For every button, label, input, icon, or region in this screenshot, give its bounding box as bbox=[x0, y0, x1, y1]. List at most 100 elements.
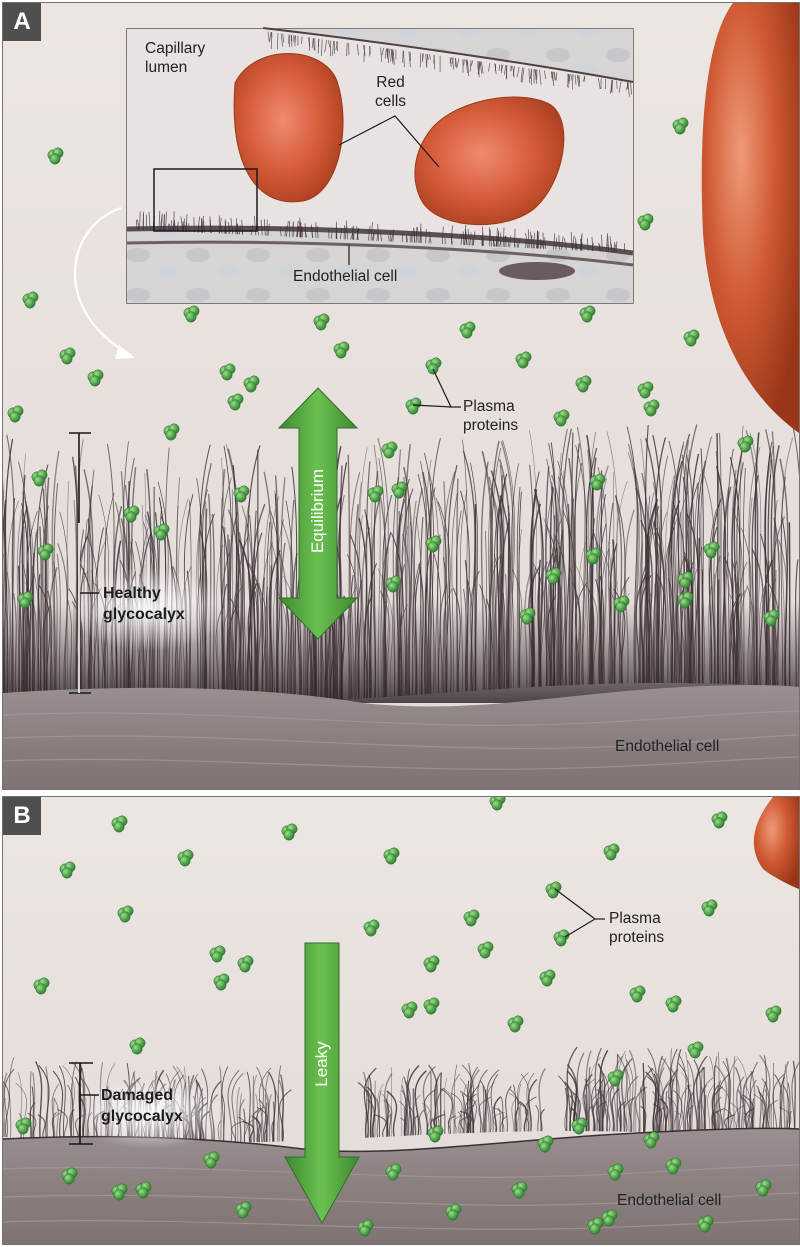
inset-fiber bbox=[470, 60, 474, 67]
inset-fiber bbox=[172, 219, 175, 232]
glycocalyx-fiber bbox=[419, 1109, 425, 1136]
glycocalyx-fiber bbox=[667, 1096, 678, 1134]
inset-fiber bbox=[269, 32, 272, 43]
inset-fiber bbox=[441, 226, 444, 245]
glycocalyx-fiber bbox=[639, 1087, 642, 1133]
glycocalyx-fiber bbox=[271, 1119, 275, 1142]
glycocalyx-fiber bbox=[612, 1055, 624, 1132]
glycocalyx-fiber bbox=[585, 1050, 592, 1132]
plasma-protein bbox=[31, 469, 48, 487]
glycocalyx-fiber bbox=[678, 1062, 690, 1134]
inset-fiber bbox=[591, 236, 594, 252]
inset-fiber bbox=[317, 38, 320, 48]
inset-fiber bbox=[467, 228, 470, 246]
plasma-protein bbox=[463, 909, 480, 927]
inset-fiber bbox=[615, 241, 618, 253]
glycocalyx-fiber bbox=[725, 1057, 731, 1136]
glycocalyx-fiber bbox=[590, 1090, 603, 1132]
glycocalyx-fiber bbox=[267, 1071, 277, 1142]
glycocalyx-fiber bbox=[52, 1070, 64, 1140]
glycocalyx-fiber bbox=[527, 1078, 538, 1132]
glycocalyx-fiber bbox=[564, 1087, 568, 1132]
inset-fiber bbox=[292, 35, 295, 43]
plasma-protein bbox=[687, 1041, 704, 1059]
plasma-protein bbox=[683, 329, 700, 347]
glycocalyx-fiber bbox=[653, 1073, 659, 1133]
plasma-protein bbox=[427, 1125, 444, 1143]
glycocalyx-fiber bbox=[686, 1084, 692, 1134]
inset-fiber bbox=[450, 225, 453, 245]
glycocalyx-fiber bbox=[563, 1081, 574, 1132]
inset-fiber bbox=[463, 59, 465, 66]
glycocalyx-fiber bbox=[238, 1098, 245, 1143]
glycocalyx-fiber bbox=[641, 1068, 654, 1133]
inset-fiber bbox=[161, 213, 163, 231]
glycocalyx-fiber bbox=[500, 1096, 504, 1132]
inset-fiber bbox=[327, 40, 331, 48]
inset-fiber bbox=[381, 47, 385, 56]
plasma-protein bbox=[423, 997, 440, 1015]
plasma-protein bbox=[15, 1117, 32, 1135]
inset-fiber bbox=[163, 214, 165, 231]
glycocalyx-fiber bbox=[272, 1101, 275, 1142]
glycocalyx-fiber bbox=[465, 1093, 477, 1134]
inset-fiber bbox=[460, 234, 463, 245]
glycocalyx-fiber bbox=[404, 1080, 411, 1136]
inset-fiber bbox=[433, 54, 436, 70]
plasma-protein bbox=[383, 847, 400, 865]
glycocalyx-fiber bbox=[45, 1066, 49, 1140]
glycocalyx-fiber bbox=[478, 1096, 491, 1133]
glycocalyx-fiber bbox=[453, 1114, 464, 1134]
glycocalyx-fiber bbox=[443, 1110, 446, 1134]
inset-fiber bbox=[428, 231, 432, 244]
plasma-protein bbox=[607, 1069, 624, 1087]
inset-fiber bbox=[392, 49, 395, 65]
plasma-protein bbox=[61, 1167, 78, 1185]
inset-fiber bbox=[387, 235, 390, 242]
inset-fiber bbox=[280, 33, 283, 47]
inset-fiber bbox=[570, 74, 573, 81]
healthy-label-glow bbox=[68, 567, 228, 651]
plasma-protein bbox=[59, 861, 76, 879]
inset-fiber bbox=[328, 229, 330, 239]
glycocalyx-fiber bbox=[256, 1106, 269, 1143]
inset-fiber bbox=[356, 44, 359, 56]
inset-fiber bbox=[425, 53, 428, 68]
inset-fiber bbox=[332, 40, 334, 56]
inset-fiber bbox=[534, 69, 537, 78]
damaged-glycocalyx-label: Damaged glycocalyx bbox=[101, 1087, 183, 1125]
inset-fiber bbox=[182, 221, 185, 232]
plasma-protein bbox=[111, 1183, 128, 1201]
glycocalyx-fiber bbox=[628, 1049, 637, 1132]
glycocalyx-fiber bbox=[265, 1094, 269, 1142]
inset-fiber bbox=[452, 57, 455, 70]
inset-fiber bbox=[539, 238, 542, 249]
inset-fiber bbox=[536, 69, 538, 84]
inset-fiber bbox=[527, 229, 530, 249]
glycocalyx-fiber bbox=[589, 1056, 602, 1132]
plasma-protein bbox=[163, 423, 180, 441]
inset-fiber bbox=[610, 243, 613, 253]
inset-fiber bbox=[610, 79, 613, 94]
glycocalyx-fiber bbox=[597, 1063, 606, 1132]
glycocalyx-fiber bbox=[9, 1057, 15, 1138]
inset-fiber bbox=[574, 243, 577, 251]
inset-fiber bbox=[535, 237, 539, 249]
inset-fiber bbox=[539, 69, 542, 85]
plasma-protein bbox=[385, 1163, 402, 1181]
glycocalyx-fiber bbox=[467, 1063, 472, 1133]
glycocalyx-fiber bbox=[618, 1050, 626, 1132]
glycocalyx-fiber bbox=[378, 1090, 382, 1138]
plasma-protein bbox=[553, 929, 570, 947]
inset-fiber bbox=[480, 61, 484, 74]
plasma-protein bbox=[153, 523, 170, 541]
zoom-curve-arrow bbox=[73, 206, 132, 356]
plasma-protein bbox=[607, 1163, 624, 1181]
inset-fiber bbox=[282, 33, 285, 43]
inset-fiber bbox=[368, 225, 371, 241]
plasma-protein bbox=[459, 321, 476, 339]
inset-fiber bbox=[507, 239, 510, 248]
plasma-protein bbox=[677, 571, 694, 589]
inset-fiber bbox=[406, 233, 408, 243]
inset-fiber bbox=[555, 72, 558, 81]
